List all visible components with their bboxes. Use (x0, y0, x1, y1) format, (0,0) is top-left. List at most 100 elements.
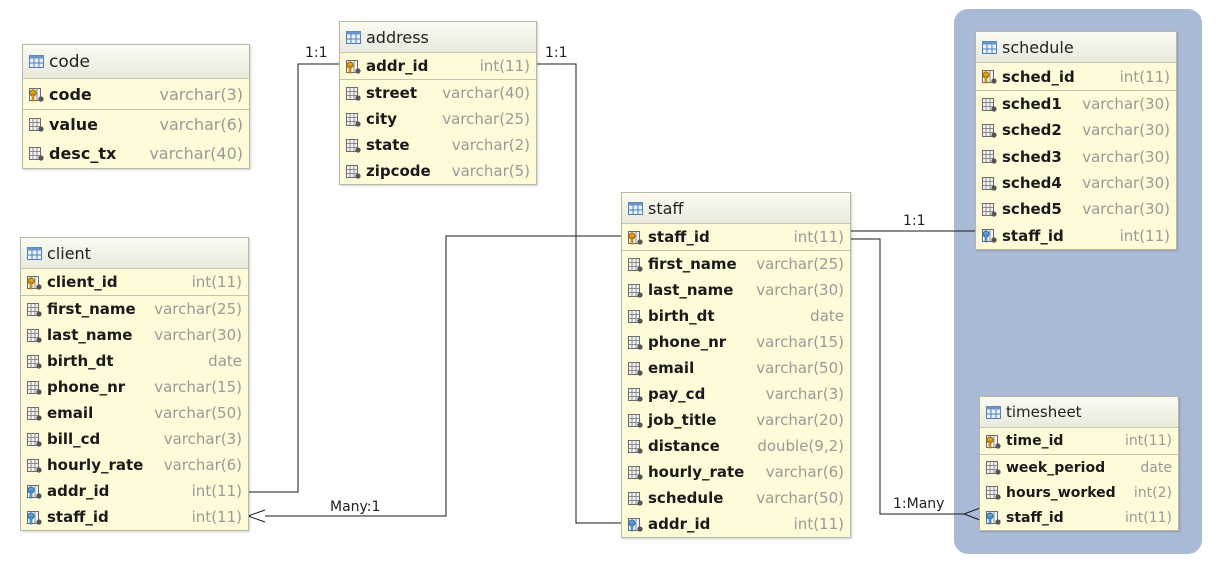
column-row-client-staff-id[interactable]: staff_id int(11) (21, 504, 248, 530)
column-name: distance (648, 437, 720, 455)
column-type: varchar(3) (765, 385, 844, 403)
table-header-code[interactable]: code (23, 45, 249, 79)
link-client-staff (265, 235, 622, 517)
column-icon (27, 432, 42, 447)
column-type: varchar(15) (154, 378, 242, 396)
label-client-staff: Many:1 (330, 499, 381, 515)
column-name: sched2 (1002, 121, 1062, 140)
column-icon (628, 387, 643, 402)
table-header-address[interactable]: address (340, 22, 536, 53)
column-row-client-client-id[interactable]: client_id int(11) (21, 269, 248, 295)
column-row-timesheet-staff-id[interactable]: staff_id int(11) (980, 505, 1178, 530)
column-name: desc_tx (49, 144, 117, 163)
table-icon (982, 40, 997, 54)
column-icon (982, 202, 997, 217)
column-icon (27, 354, 42, 369)
column-type: date (1140, 459, 1172, 476)
column-type: int(11) (191, 273, 242, 291)
column-type: varchar(6) (159, 115, 243, 134)
column-type: varchar(30) (756, 281, 844, 299)
table-title: schedule (1002, 37, 1074, 57)
column-name: staff_id (1006, 509, 1064, 526)
column-icon (982, 123, 997, 138)
key-separator (340, 79, 536, 80)
column-name: email (47, 404, 94, 422)
link-staff-timesheet (850, 238, 964, 515)
column-type: int(11) (793, 515, 844, 533)
foreign-key-column-icon (628, 517, 643, 532)
column-name: sched_id (1002, 67, 1075, 86)
column-name: birth_dt (648, 307, 715, 325)
column-type: int(11) (1125, 509, 1172, 526)
table-header-schedule[interactable]: schedule (976, 32, 1176, 63)
column-row-staff-pay-cd[interactable]: pay_cd varchar(3) (622, 381, 850, 407)
column-icon (29, 118, 44, 132)
column-type: varchar(30) (1082, 95, 1170, 114)
column-name: client_id (47, 273, 118, 291)
table-icon (628, 201, 643, 215)
column-name: hours_worked (1006, 484, 1116, 501)
key-separator (23, 109, 249, 110)
column-name: city (366, 110, 397, 128)
column-type: varchar(40) (442, 84, 530, 102)
column-icon (628, 335, 643, 350)
column-type: int(11) (191, 508, 242, 526)
column-type: double(9,2) (757, 437, 844, 455)
crowfoot-timesheet (962, 507, 981, 521)
key-separator (976, 90, 1176, 91)
column-name: staff_id (47, 508, 109, 526)
table-header-staff[interactable]: staff (622, 193, 850, 224)
table-header-client[interactable]: client (21, 238, 248, 269)
column-icon (628, 283, 643, 298)
table-title: address (366, 27, 429, 47)
column-name: sched3 (1002, 147, 1062, 166)
column-row-staff-distance[interactable]: distance double(9,2) (622, 433, 850, 459)
table-header-timesheet[interactable]: timesheet (980, 397, 1178, 428)
column-type: varchar(25) (756, 255, 844, 273)
foreign-key-column-icon (982, 229, 997, 243)
column-name: pay_cd (648, 385, 706, 403)
